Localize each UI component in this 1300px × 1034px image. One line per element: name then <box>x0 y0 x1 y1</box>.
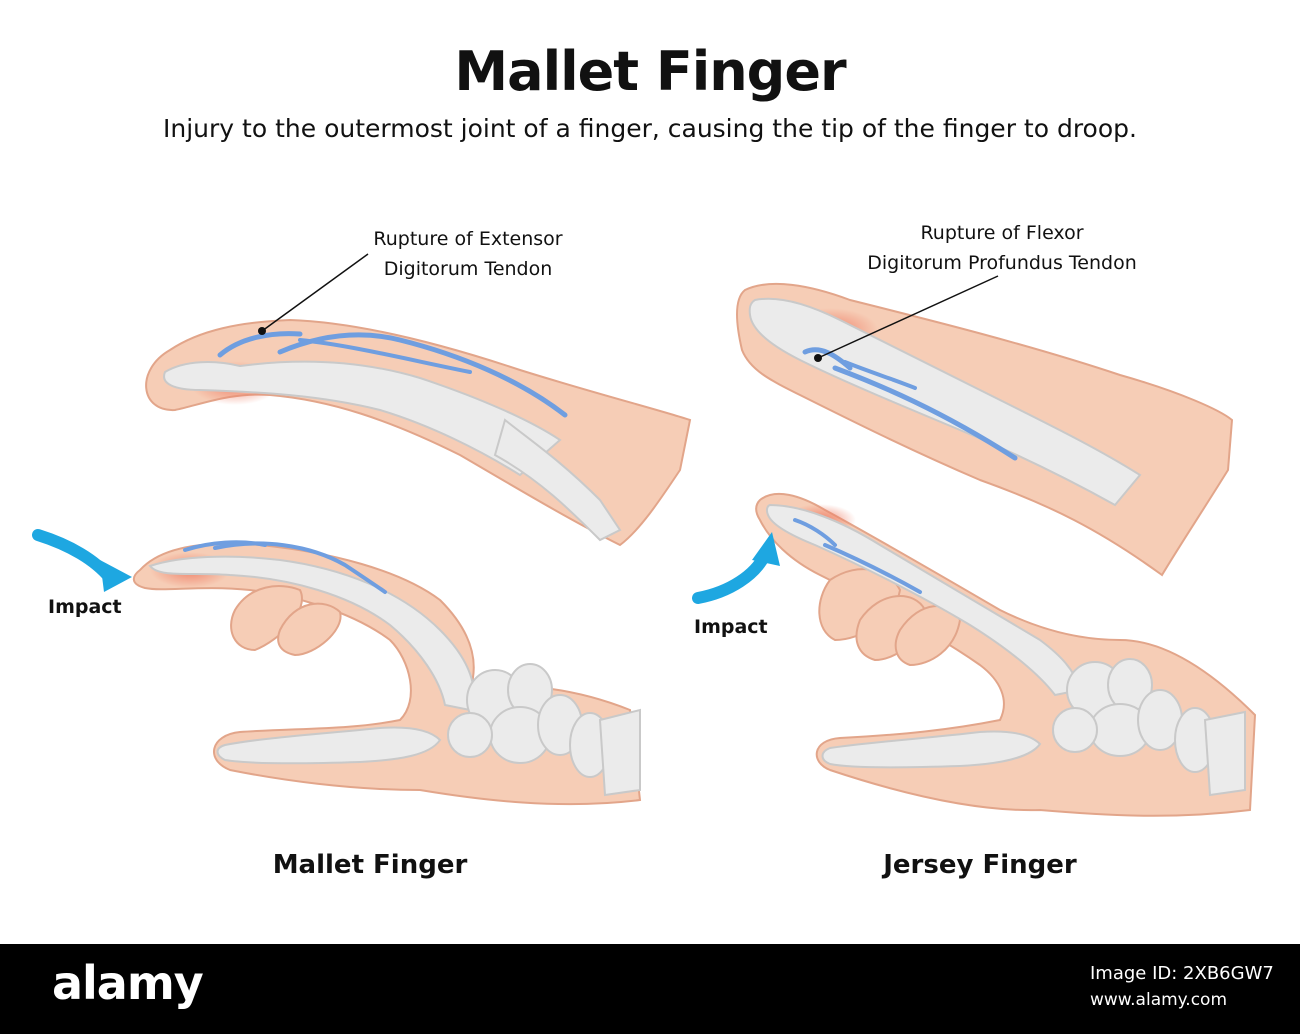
impact-label-right: Impact <box>694 616 768 638</box>
extensor-rupture-label-line2: Digitorum Tendon <box>383 258 553 280</box>
extensor-tendon-branch <box>298 338 472 374</box>
curled-finger-2 <box>277 602 342 657</box>
flexor-rupture-label-line2: Digitorum Profundus Tendon <box>867 252 1137 274</box>
metacarpal-bone <box>493 418 622 542</box>
caption-jersey-finger: Jersey Finger <box>883 850 1077 880</box>
pointer-line <box>817 275 999 359</box>
mallet-finger-closeup <box>145 253 692 547</box>
extensor-tendon <box>213 541 387 594</box>
alamy-logo: alamy <box>52 956 204 1010</box>
impact-arrow-head <box>100 560 132 592</box>
carpal-bones <box>447 663 611 778</box>
forearm-bone <box>1203 710 1246 797</box>
thumb-bones <box>216 726 442 765</box>
mallet-hand <box>32 529 642 806</box>
page-subtitle: Injury to the outermost joint of a finge… <box>163 114 1137 143</box>
jersey-hand <box>692 492 1257 817</box>
flexor-tendon <box>823 543 922 594</box>
extensor-rupture-label-line1: Rupture of Extensor <box>373 228 563 250</box>
flexor-rupture-label: Rupture of Flexor Digitorum Profundus Te… <box>842 218 1162 278</box>
impact-arrow-shaft <box>32 529 116 584</box>
jersey-finger-closeup <box>736 275 1234 577</box>
forearm-bone <box>598 708 641 797</box>
extensor-tendon <box>277 332 568 418</box>
torn-tendon-end <box>217 331 303 358</box>
image-id: Image ID: 2XB6GW7 <box>1090 963 1274 984</box>
carpal-bones <box>1052 658 1216 773</box>
torn-tendon-end <box>793 518 837 547</box>
flexor-tendon-branch <box>843 360 917 390</box>
flexor-rupture-label-line1: Rupture of Flexor <box>920 222 1084 244</box>
illustration <box>32 253 1257 817</box>
finger-bones <box>748 297 1142 507</box>
flexor-tendon <box>832 365 1018 461</box>
impact-arrow-shaft <box>692 549 771 604</box>
watermark-footer <box>0 944 1300 1034</box>
curled-finger-3 <box>894 605 962 667</box>
thumb-bones <box>821 730 1042 769</box>
impact-arrow-head <box>752 532 780 566</box>
caption-mallet-finger: Mallet Finger <box>272 850 468 880</box>
finger-bones <box>163 360 562 477</box>
impact-label-left: Impact <box>48 596 122 618</box>
page-title: Mallet Finger <box>454 40 846 103</box>
image-url: www.alamy.com <box>1090 990 1228 1010</box>
torn-tendon-end <box>802 347 853 371</box>
pointer-line <box>261 253 369 332</box>
extensor-rupture-label: Rupture of Extensor Digitorum Tendon <box>348 224 588 284</box>
